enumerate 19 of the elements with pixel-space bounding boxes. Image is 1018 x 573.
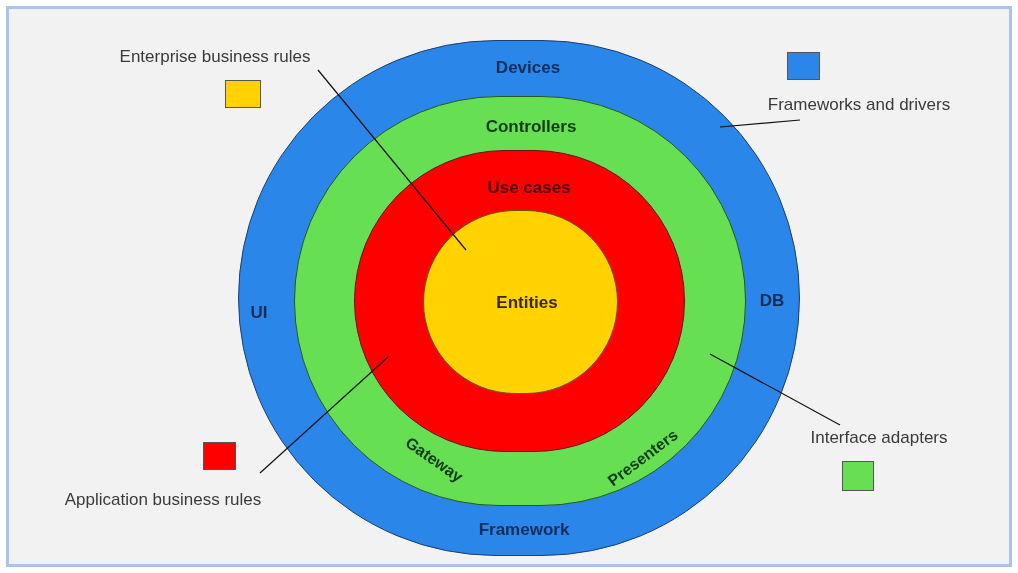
color-swatch (225, 80, 261, 108)
leader-line (259, 356, 389, 474)
leader-line (719, 119, 801, 128)
layer-label: Framework (478, 520, 570, 538)
color-swatch (842, 461, 874, 491)
layer-label: DB (759, 291, 785, 309)
layer-label: Controllers (485, 117, 577, 135)
callout-label: Enterprise business rules (119, 46, 311, 69)
callout-label: Frameworks and drivers (767, 94, 951, 117)
layer-label: UI (250, 303, 268, 321)
layer-label: Use cases (487, 178, 571, 196)
callout-label: Interface adapters (810, 427, 948, 450)
leader-line (317, 69, 467, 251)
color-swatch (787, 52, 820, 80)
callout-label: Application business rules (64, 489, 262, 512)
leader-line (709, 353, 841, 426)
layer-label: Devices (495, 58, 561, 76)
layer-label: Entities (496, 293, 558, 311)
color-swatch (203, 442, 236, 470)
